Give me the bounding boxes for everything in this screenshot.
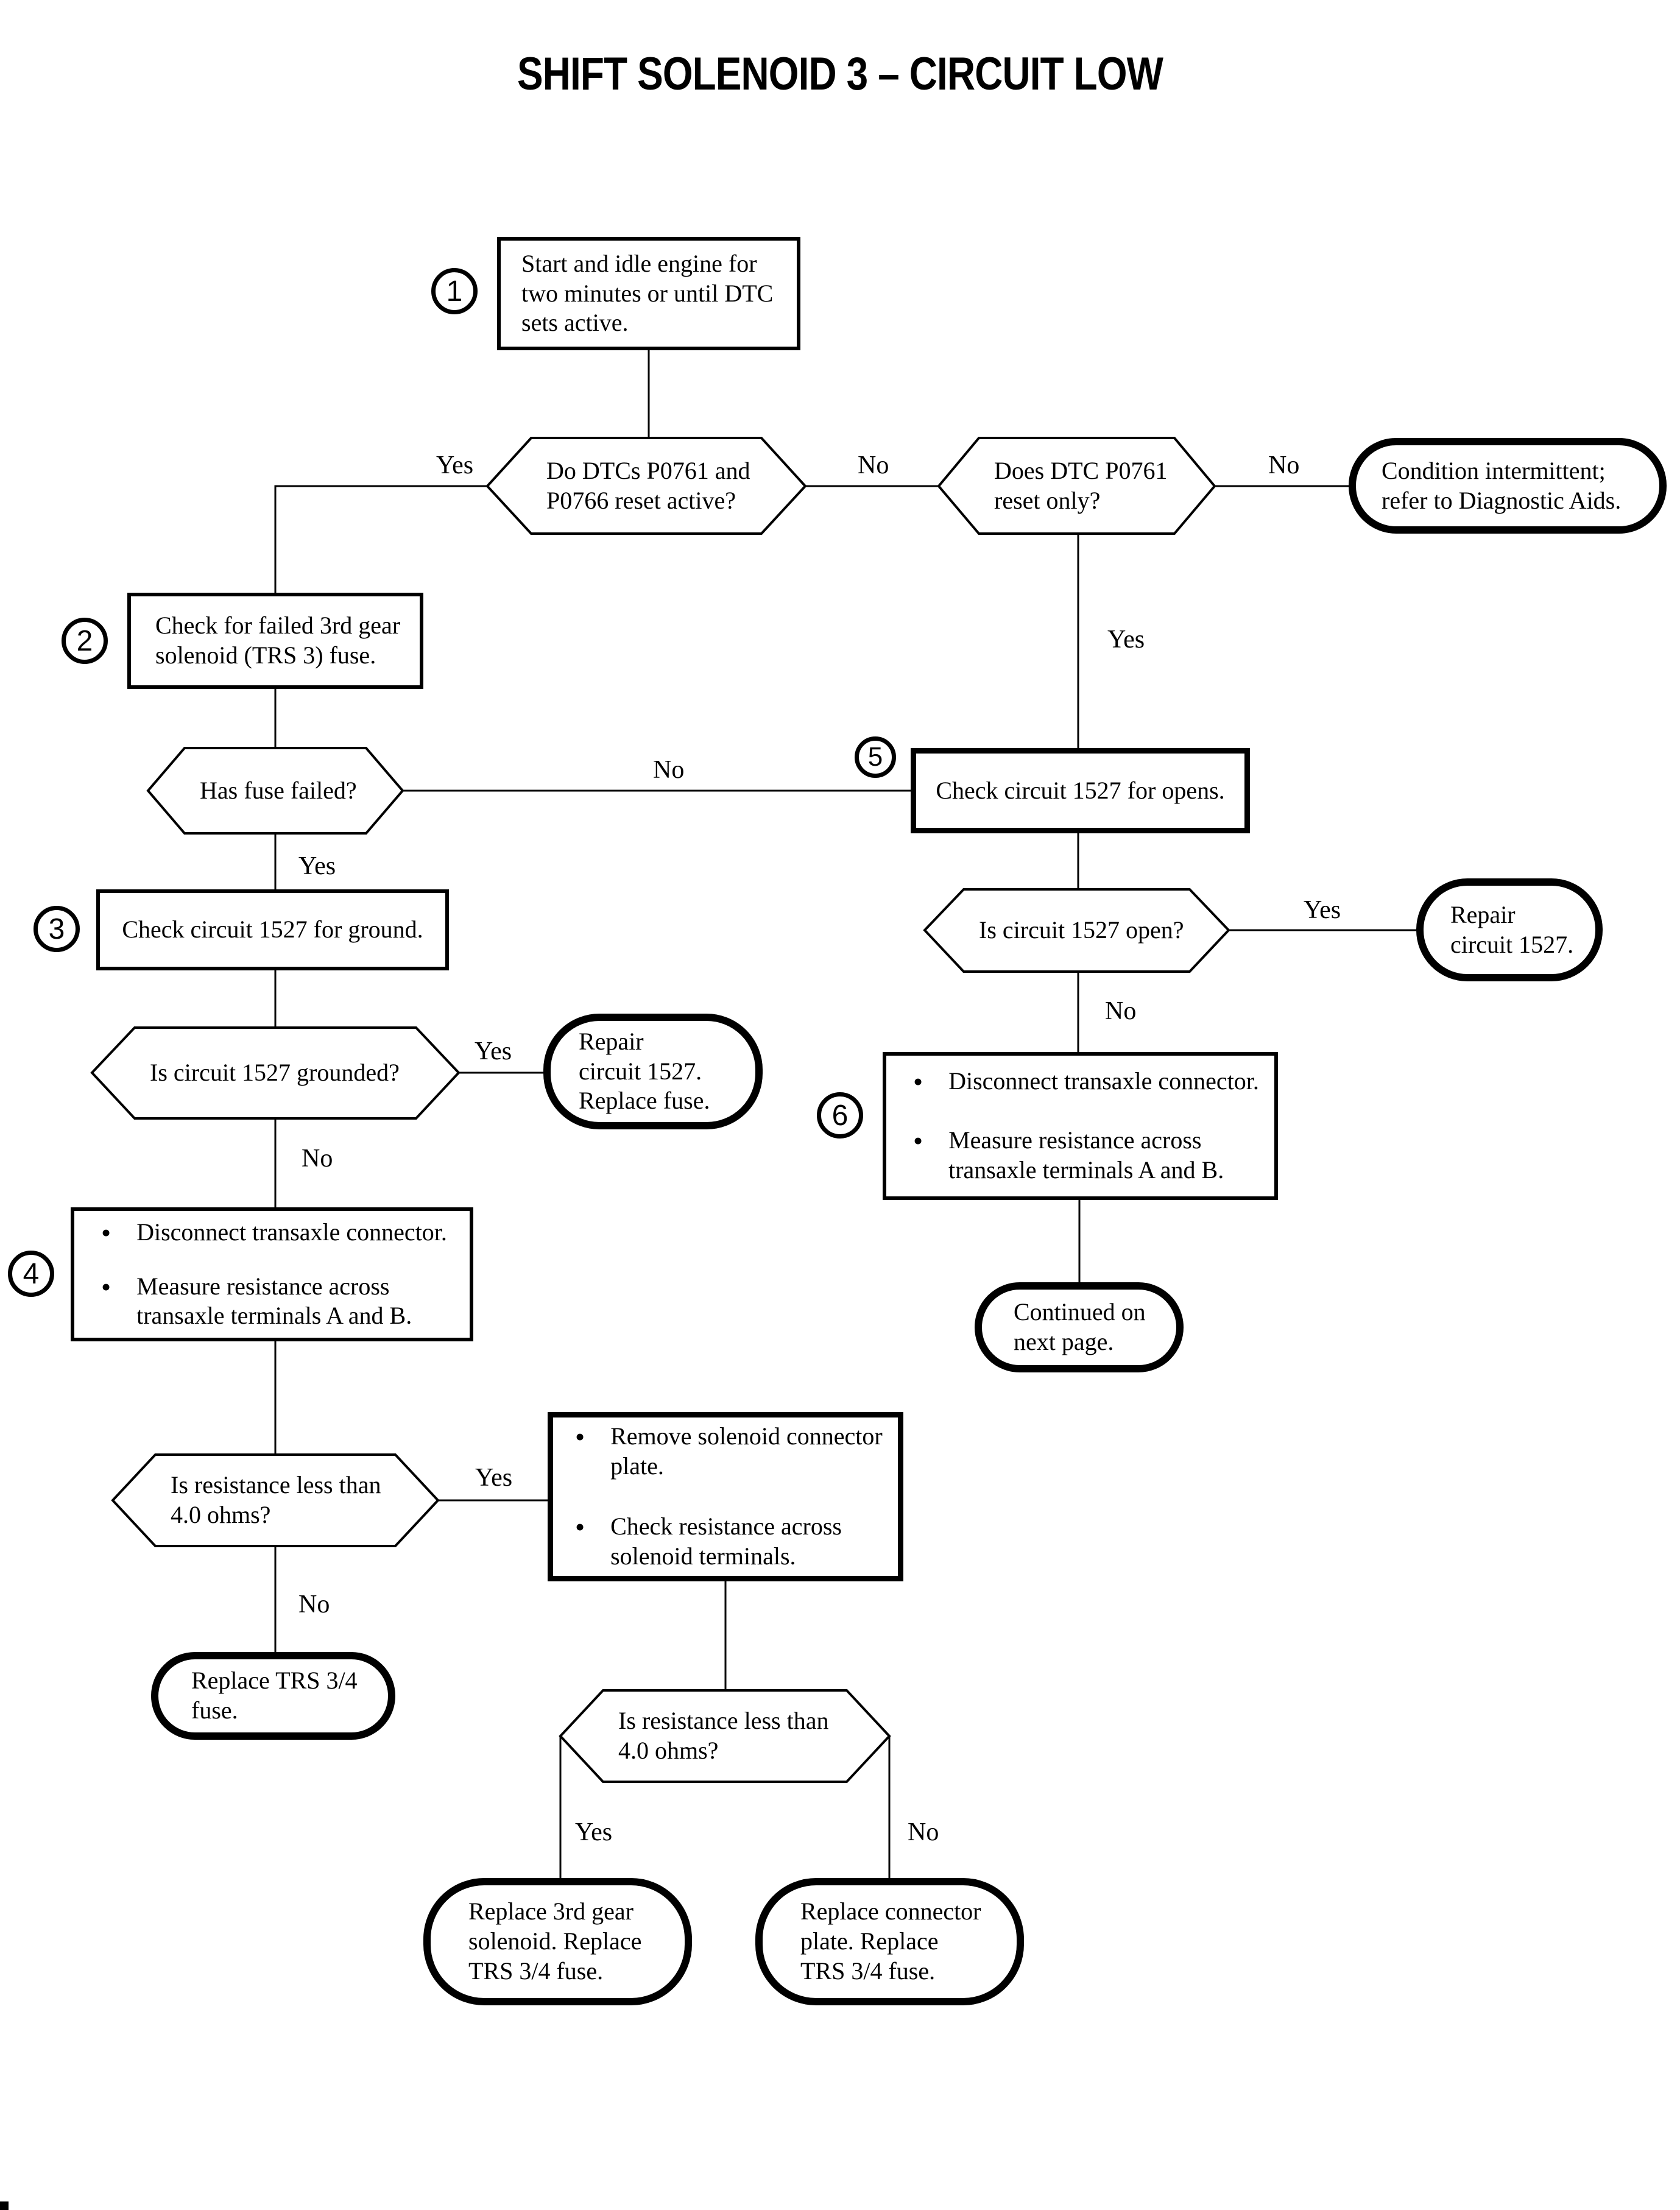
- edge-label-q5-yes: Yes: [475, 1037, 512, 1065]
- bullet-text: Check resistance across solenoid termina…: [610, 1513, 842, 1570]
- decision-dtc-reset-only-text: Does DTC P0761 reset only?: [994, 456, 1168, 514]
- edge-label-q4-yes: Yes: [1304, 896, 1341, 924]
- decision-circuit-grounded-text: Is circuit 1527 grounded?: [150, 1059, 400, 1087]
- terminal-replace-connector-plate: Replace connector plate. Replace TRS 3/4…: [755, 1878, 1024, 2005]
- scan-artifact: [0, 2201, 9, 2210]
- bullet-icon: •: [101, 1271, 111, 1302]
- bullet-text: Disconnect transaxle connector.: [948, 1067, 1259, 1095]
- edge-label-q2-no: No: [1268, 451, 1300, 479]
- step-number-4: 4: [8, 1251, 54, 1297]
- bullet-icon: •: [575, 1421, 585, 1453]
- decision-resistance-1: Is resistance less than 4.0 ohms?: [113, 1455, 438, 1546]
- terminal-repair-circuit-replace-fuse: Repair circuit 1527. Replace fuse.: [543, 1014, 763, 1129]
- decision-dtcs-reset-active-text: Do DTCs P0761 and P0766 reset active?: [546, 456, 750, 514]
- edge-label-q2-yes: Yes: [1107, 626, 1145, 654]
- step-number-2: 2: [62, 618, 108, 664]
- edge-label-q3-yes: Yes: [298, 852, 336, 880]
- decision-q2-shape: [937, 437, 1216, 535]
- terminal-condition-intermittent: Condition intermittent; refer to Diagnos…: [1349, 438, 1667, 534]
- process-check-fuse: Check for failed 3rd gear solenoid (TRS …: [127, 593, 423, 689]
- process-start-engine-text: Start and idle engine for two minutes or…: [521, 249, 774, 337]
- terminal-replace-trs-fuse-text: Replace TRS 3/4 fuse.: [191, 1667, 358, 1724]
- process-start-engine: Start and idle engine for two minutes or…: [497, 237, 800, 350]
- bullet-text: Measure resistance across transaxle term…: [136, 1272, 412, 1330]
- process-check-opens: Check circuit 1527 for opens.: [911, 748, 1250, 833]
- decision-resistance-2: Is resistance less than 4.0 ohms?: [560, 1690, 889, 1782]
- terminal-repair-circuit-text: Repair circuit 1527.: [1450, 900, 1574, 958]
- edge-label-q7-yes: Yes: [575, 1818, 613, 1846]
- decision-q5-shape: [90, 1026, 461, 1120]
- step-number-5: 5: [855, 736, 896, 778]
- process-check-ground-text: Check circuit 1527 for ground.: [122, 916, 423, 944]
- decision-circuit-open-text: Is circuit 1527 open?: [979, 916, 1184, 944]
- decision-circuit-open: Is circuit 1527 open?: [925, 889, 1229, 972]
- decision-q1-shape: [485, 437, 807, 535]
- process-check-ground: Check circuit 1527 for ground.: [96, 889, 449, 970]
- terminal-replace-solenoid: Replace 3rd gear solenoid. Replace TRS 3…: [423, 1878, 692, 2005]
- decision-fuse-failed: Has fuse failed?: [148, 748, 403, 833]
- edge-label-q4-no: No: [1105, 997, 1137, 1025]
- bullet-item: • Measure resistance across transaxle te…: [101, 1271, 459, 1332]
- step-number-6: 6: [817, 1092, 863, 1139]
- decision-q4-shape: [923, 888, 1230, 973]
- edge-label-q7-no: No: [908, 1818, 939, 1846]
- edge-label-q6-yes: Yes: [475, 1464, 513, 1492]
- terminal-repair-circuit: Repair circuit 1527.: [1416, 878, 1603, 981]
- terminal-replace-connector-plate-text: Replace connector plate. Replace TRS 3/4…: [800, 1898, 981, 1985]
- terminal-replace-solenoid-text: Replace 3rd gear solenoid. Replace TRS 3…: [468, 1898, 642, 1985]
- bullet-icon: •: [913, 1125, 923, 1156]
- decision-resistance-2-text: Is resistance less than 4.0 ohms?: [618, 1707, 829, 1764]
- decision-q6-shape: [111, 1453, 440, 1547]
- decision-q7-shape: [559, 1689, 891, 1783]
- step-number-3: 3: [34, 906, 80, 952]
- edge-label-q5-no: No: [302, 1145, 333, 1173]
- edge-label-q6-no: No: [298, 1590, 330, 1619]
- terminal-replace-trs-fuse: Replace TRS 3/4 fuse.: [151, 1652, 395, 1740]
- edge-label-q1-yes: Yes: [436, 451, 474, 479]
- decision-dtc-reset-only: Does DTC P0761 reset only?: [939, 438, 1215, 534]
- bullet-icon: •: [913, 1066, 923, 1098]
- process-measure-resistance-right: • Disconnect transaxle connector. • Meas…: [883, 1052, 1278, 1200]
- process-measure-resistance-left: • Disconnect transaxle connector. • Meas…: [71, 1207, 473, 1341]
- bullet-item: • Disconnect transaxle connector.: [101, 1216, 459, 1249]
- decision-q3-shape: [146, 747, 404, 835]
- bullet-item: • Remove solenoid connector plate.: [575, 1422, 887, 1481]
- bullet-text: Remove solenoid connector plate.: [610, 1422, 883, 1480]
- step-number-1: 1: [431, 268, 478, 314]
- bullet-icon: •: [575, 1511, 585, 1542]
- process-check-opens-text: Check circuit 1527 for opens.: [936, 776, 1225, 804]
- bullet-item: • Check resistance across solenoid termi…: [575, 1511, 887, 1572]
- edge-label-q1-no: No: [858, 451, 889, 479]
- decision-dtcs-reset-active: Do DTCs P0761 and P0766 reset active?: [487, 438, 805, 534]
- bullet-icon: •: [101, 1216, 111, 1248]
- page-title: SHIFT SOLENOID 3 – CIRCUIT LOW: [517, 48, 1163, 100]
- terminal-repair-circuit-replace-fuse-text: Repair circuit 1527. Replace fuse.: [579, 1027, 710, 1115]
- bullet-text: Disconnect transaxle connector.: [136, 1218, 447, 1246]
- decision-resistance-1-text: Is resistance less than 4.0 ohms?: [171, 1471, 381, 1528]
- edge-label-q3-no: No: [653, 756, 685, 784]
- edge-q1-yes: [274, 485, 487, 593]
- decision-fuse-failed-text: Has fuse failed?: [200, 776, 357, 804]
- process-remove-plate: • Remove solenoid connector plate. • Che…: [548, 1412, 903, 1581]
- process-check-fuse-text: Check for failed 3rd gear solenoid (TRS …: [155, 612, 401, 669]
- decision-circuit-grounded: Is circuit 1527 grounded?: [92, 1028, 459, 1118]
- bullet-text: Measure resistance across transaxle term…: [948, 1126, 1224, 1184]
- bullet-item: • Disconnect transaxle connector.: [913, 1067, 1263, 1098]
- bullet-item: • Measure resistance across transaxle te…: [913, 1125, 1263, 1185]
- terminal-continued-text: Continued on next page.: [1014, 1298, 1146, 1355]
- terminal-continued: Continued on next page.: [975, 1282, 1184, 1372]
- terminal-condition-intermittent-text: Condition intermittent; refer to Diagnos…: [1382, 456, 1622, 514]
